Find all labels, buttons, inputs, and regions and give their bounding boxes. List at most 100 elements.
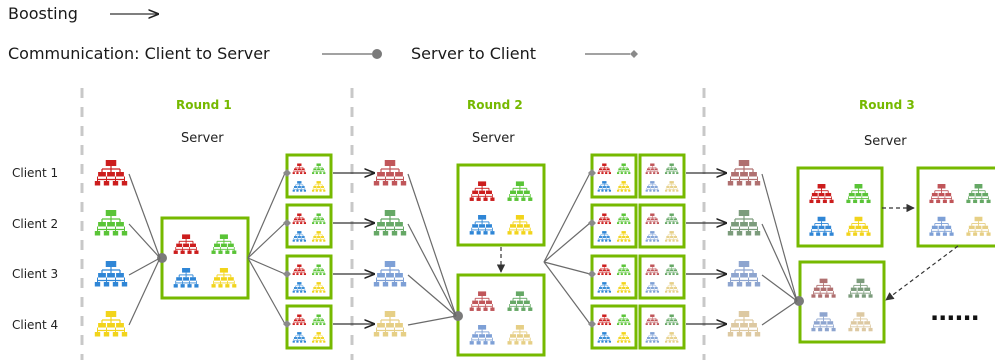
tree-icon: [311, 264, 326, 276]
tree-icon: [173, 234, 199, 254]
round2-client-tree-3: [373, 261, 407, 287]
tree-icon: [616, 163, 631, 175]
legend-boosting-label: Boosting: [8, 4, 78, 23]
tree-icon: [311, 332, 326, 343]
tree-icon: [645, 264, 660, 276]
tree-icon: [811, 278, 836, 298]
round3-client-tree-4: [727, 311, 761, 337]
tree-icon: [469, 291, 495, 311]
tree-icon: [597, 332, 612, 343]
round2-client-tree-4: [373, 311, 407, 337]
round-1-label: Round 1: [176, 98, 232, 112]
tree-icon: [311, 231, 326, 242]
tree-icon: [664, 213, 679, 225]
tree-icon: [507, 325, 533, 345]
tree-icon: [811, 312, 836, 332]
round1-download-node: [283, 270, 291, 278]
tree-icon: [311, 282, 326, 293]
round1-download-node: [283, 320, 291, 328]
tree-icon: [664, 332, 679, 343]
tree-icon: [809, 216, 834, 236]
round-1-server-label: Server: [181, 131, 224, 146]
round3-client-tree-1: [727, 160, 761, 186]
round2-upload-line: [407, 173, 457, 317]
tree-icon: [645, 163, 660, 175]
tree-icon: [292, 314, 307, 326]
tree-icon: [848, 312, 873, 332]
tree-icon: [507, 215, 533, 235]
tree-icon: [616, 264, 631, 276]
tree-icon: [211, 268, 237, 288]
round2-download-node: [588, 169, 596, 177]
tree-icon: [645, 213, 660, 225]
round1-upload-line: [128, 223, 161, 259]
tree-icon: [507, 181, 533, 201]
tree-icon: [597, 213, 612, 225]
round2-client-tree-1: [373, 160, 407, 186]
tree-icon: [616, 314, 631, 326]
round3-upload-line: [761, 223, 798, 302]
tree-icon: [211, 234, 237, 254]
tree-icon: [616, 332, 631, 343]
round1-upload-line: [128, 257, 161, 276]
round1-client-tree-4: [94, 311, 128, 337]
round2-download-line: [543, 261, 591, 275]
tree-icon: [292, 163, 307, 175]
tree-icon: [966, 184, 991, 204]
tree-icon: [664, 163, 679, 175]
tree-icon: [809, 184, 834, 204]
round2-download-line: [543, 261, 591, 325]
tree-icon: [645, 332, 660, 343]
round2-download-node: [588, 320, 596, 328]
tree-icon: [173, 268, 199, 288]
tree-icon: [292, 213, 307, 225]
tree-icon: [664, 264, 679, 276]
tree-icon: [597, 314, 612, 326]
tree-icon: [311, 163, 326, 175]
tree-icon: [846, 216, 871, 236]
round1-download-node: [283, 169, 291, 177]
round2-download-node: [588, 219, 596, 227]
round1-upload-line: [128, 257, 161, 326]
tree-icon: [469, 181, 495, 201]
tree-icon: [645, 314, 660, 326]
tree-icon: [311, 314, 326, 326]
tree-icon: [929, 216, 954, 236]
tree-icon: [664, 314, 679, 326]
tree-icon: [645, 231, 660, 242]
client-4-label: Client 4: [12, 318, 59, 332]
tree-icon: [846, 184, 871, 204]
tree-icon: [616, 231, 631, 242]
tree-icon: [597, 231, 612, 242]
round-2-label: Round 2: [467, 98, 523, 112]
tree-icon: [664, 231, 679, 242]
tree-icon: [616, 213, 631, 225]
round1-download-line: [247, 172, 286, 259]
round1-download-line: [247, 257, 286, 325]
tree-icon: [292, 264, 307, 276]
tree-icon: [597, 264, 612, 276]
round2-download-node: [588, 270, 596, 278]
tree-icon: [645, 282, 660, 293]
tree-icon: [929, 184, 954, 204]
tree-icon: [469, 215, 495, 235]
tree-icon: [597, 163, 612, 175]
round2-upload-line: [407, 274, 457, 317]
tree-icon: [616, 181, 631, 192]
tree-icon: [597, 282, 612, 293]
round1-download-line: [247, 222, 286, 259]
round2-download-line: [543, 222, 591, 263]
tree-icon: [292, 181, 307, 192]
tree-icon: [966, 216, 991, 236]
legend-client-to-server-dot: [372, 49, 382, 59]
round3-upload-line: [761, 173, 798, 302]
tree-icon: [292, 231, 307, 242]
round-3-server-label: Server: [864, 134, 907, 149]
round-2-server-label: Server: [472, 131, 515, 146]
tree-icon: [664, 282, 679, 293]
client-1-label: Client 1: [12, 166, 59, 180]
round2-download-line: [543, 172, 591, 263]
round3-client-tree-3: [727, 261, 761, 287]
tree-icon: [311, 213, 326, 225]
